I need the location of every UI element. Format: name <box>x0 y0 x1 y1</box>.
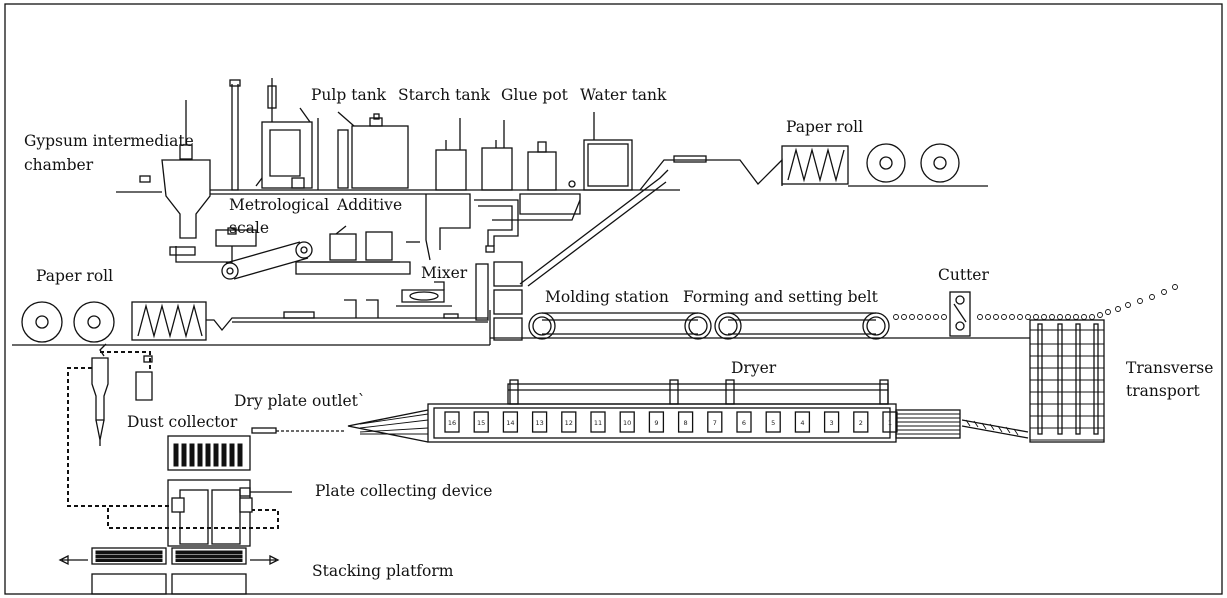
pulp-tank <box>229 78 313 191</box>
label-stacking-platform: Stacking platform <box>312 562 454 580</box>
stacking-platform <box>58 547 280 595</box>
label-forming-belt: Forming and setting belt <box>683 288 879 306</box>
label-dust-collector: Dust collector <box>127 413 238 431</box>
additive-unit <box>295 225 420 275</box>
left-arrow-icon <box>58 554 88 566</box>
mixer <box>396 281 452 307</box>
dryer-section-number: 10 <box>623 419 631 427</box>
forming-setting-belt <box>490 312 1030 340</box>
label-dry-plate-outlet: Dry plate outlet` <box>234 392 366 410</box>
dryer-section-number: 8 <box>684 419 688 427</box>
paper-roll-left <box>12 299 490 346</box>
right-arrow-icon <box>250 554 280 566</box>
dryer-section-box <box>502 411 519 433</box>
dryer-section-box <box>853 411 869 433</box>
molding-station <box>475 261 523 345</box>
transverse-transport <box>1029 319 1105 443</box>
label-mixer: Mixer <box>421 264 468 282</box>
dryer-section-number: 16 <box>448 419 456 427</box>
label-cutter: Cutter <box>938 266 989 284</box>
dryer-section-box <box>561 411 577 433</box>
dryer-section-number: 4 <box>800 419 804 427</box>
dryer-section-number: 5 <box>771 419 775 427</box>
metrological-scale <box>215 227 313 280</box>
dryer-section-box <box>648 411 665 433</box>
plate-collecting-device <box>167 435 292 547</box>
label-glue-pot: Glue pot <box>501 86 569 104</box>
dryer-section-box <box>677 411 694 433</box>
dryer-section-number: 11 <box>594 419 602 427</box>
label-gypsum-chamber: chamber <box>24 156 94 174</box>
label-dryer: Dryer <box>731 359 777 377</box>
dryer-section-number: 14 <box>506 419 514 427</box>
label-scale: scale <box>229 219 269 237</box>
dryer-section-box <box>473 411 489 433</box>
label-paper-roll-left: Paper roll <box>36 267 113 285</box>
dryer-section-box <box>736 411 752 433</box>
dryer-section-box <box>765 411 781 433</box>
label-plate-collecting: Plate collecting device <box>315 482 492 500</box>
water-tank <box>527 112 633 191</box>
dust-collector <box>67 343 279 529</box>
dryer-section-number: 7 <box>713 419 717 427</box>
label-molding-station: Molding station <box>545 288 669 306</box>
upper-platform <box>210 189 680 261</box>
label-metrological: Metrological <box>229 196 329 214</box>
starch-tank <box>317 111 409 190</box>
dryer-section-number: 9 <box>654 419 658 427</box>
dryer-section-cells: 16 15 14 13 12 11 10 9 8 7 6 5 4 3 2 1 <box>444 411 898 433</box>
glue-pot <box>435 118 513 191</box>
label-gypsum-intermediate: Gypsum intermediate <box>24 132 194 150</box>
label-transverse: Transverse <box>1126 359 1213 377</box>
dryer-section-box <box>444 411 460 433</box>
dryer-section-box <box>823 411 840 433</box>
label-pulp-tank: Pulp tank <box>311 86 387 104</box>
dryer-section-number: 1 <box>888 419 892 427</box>
dryer-section-number: 15 <box>477 419 485 427</box>
label-paper-roll-top: Paper roll <box>786 118 863 136</box>
dryer-section-box <box>531 411 548 433</box>
dryer: 16 15 14 13 12 11 10 9 8 7 6 5 4 3 2 1 <box>347 379 1029 443</box>
dryer-section-number: 12 <box>565 419 573 427</box>
label-starch-tank: Starch tank <box>398 86 491 104</box>
dryer-section-number: 6 <box>742 419 746 427</box>
paper-roll-top <box>519 143 988 287</box>
dryer-section-box <box>707 411 723 433</box>
label-additive: Additive <box>336 196 402 214</box>
label-water-tank: Water tank <box>580 86 667 104</box>
dryer-section-box <box>619 411 635 433</box>
plate-transfer-dots <box>893 284 1178 320</box>
diagram-border <box>4 3 1223 595</box>
dryer-section-box <box>794 411 811 433</box>
dryer-section-number: 3 <box>830 419 834 427</box>
cutter <box>949 291 971 337</box>
dryer-section-number: 13 <box>535 419 543 427</box>
dryer-section-box <box>590 411 606 433</box>
gypsum-intermediate-chamber <box>116 100 233 263</box>
dryer-section-number: 2 <box>859 419 863 427</box>
dry-plate-outlet <box>251 427 346 434</box>
label-transport: transport <box>1126 382 1200 400</box>
